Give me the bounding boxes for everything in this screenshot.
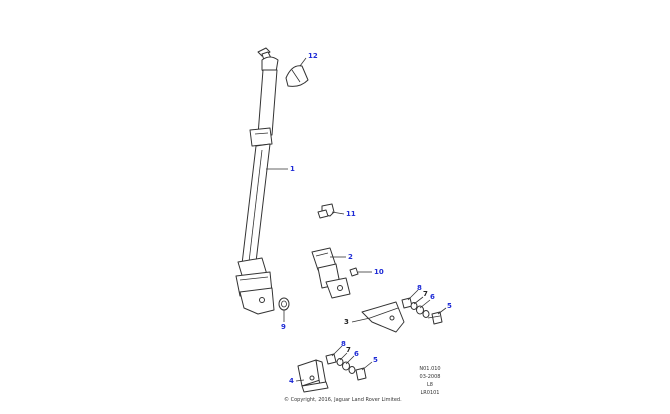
callout-10: 10 xyxy=(374,268,384,276)
callout-2: 2 xyxy=(348,253,353,261)
fastener-stack-lower xyxy=(325,353,367,381)
callout-6-lower: 6 xyxy=(354,350,359,358)
callout-3: 3 xyxy=(344,318,349,326)
copyright-text: © Copyright, 2016, Jaguar Land Rover Lim… xyxy=(284,397,402,403)
leader-lines xyxy=(266,57,447,382)
reference-line-1: N01.010 xyxy=(419,366,441,372)
bracket-part-3 xyxy=(361,301,405,333)
callout-7-upper: 7 xyxy=(423,290,428,298)
callout-5-upper: 5 xyxy=(447,302,452,310)
fastener-stack-upper xyxy=(401,297,443,325)
reference-line-2: 03-2008 xyxy=(419,374,441,380)
fastener-part-10 xyxy=(349,267,359,277)
callout-7-lower: 7 xyxy=(346,346,351,354)
bracket-part-4 xyxy=(297,359,329,393)
callout-6-upper: 6 xyxy=(430,293,435,301)
seat-belt-assembly xyxy=(235,47,279,315)
reference-line-4: LR0101 xyxy=(420,390,440,396)
callout-1: 1 xyxy=(290,165,295,173)
callout-8-lower: 8 xyxy=(341,340,346,348)
cap-part-9 xyxy=(278,297,290,311)
callout-12: 12 xyxy=(308,52,318,60)
clip-part xyxy=(317,203,335,219)
callout-9: 9 xyxy=(281,323,286,331)
trim-cover-part xyxy=(285,65,309,87)
callout-8-upper: 8 xyxy=(417,284,422,292)
buckle-part xyxy=(311,247,351,299)
callout-5-lower: 5 xyxy=(373,356,378,364)
callout-11: 11 xyxy=(346,210,356,218)
callout-4: 4 xyxy=(289,377,294,385)
reference-line-3: L8 xyxy=(427,382,433,388)
